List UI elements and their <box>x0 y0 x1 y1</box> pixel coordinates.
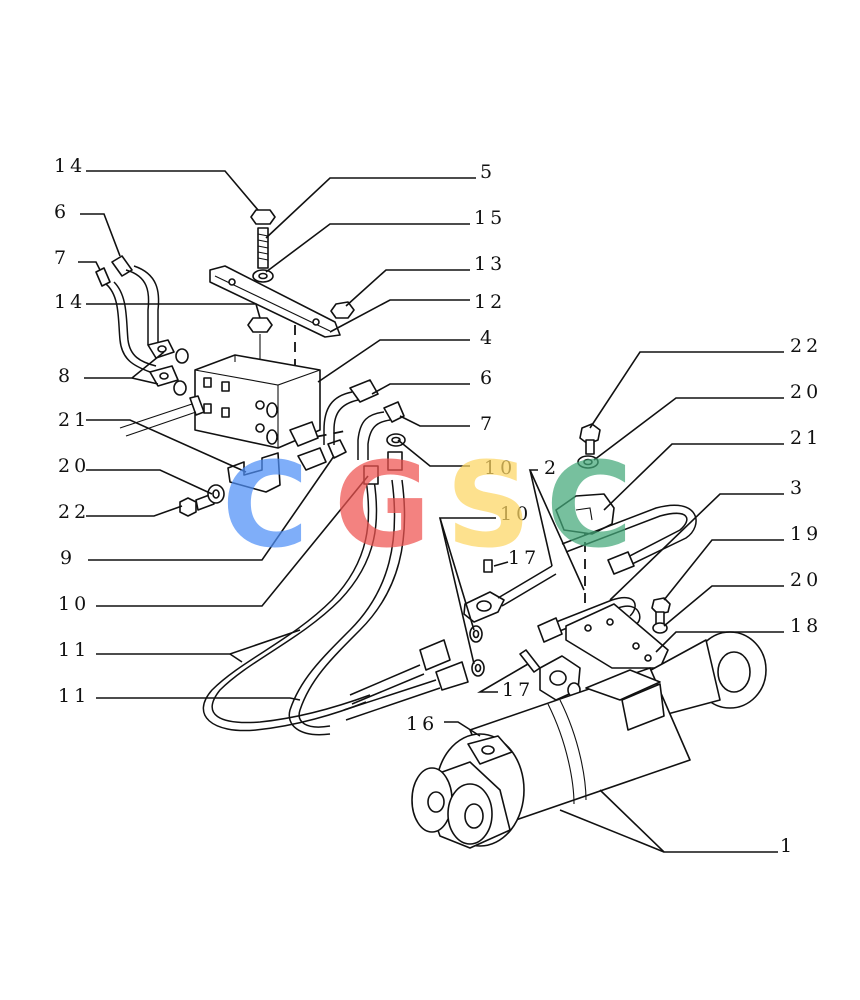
watermark-letter-4: C <box>546 436 633 574</box>
hydraulic-cylinder <box>411 631 767 849</box>
callout-5: 5 <box>480 161 496 183</box>
watermark-letter-3: S <box>446 436 531 574</box>
callout-13: 13 <box>474 253 506 275</box>
callout-17-upper: 17 <box>508 547 540 569</box>
callout-21-right: 21 <box>790 427 822 449</box>
callout-15: 15 <box>474 207 506 229</box>
callout-4: 4 <box>480 327 496 349</box>
callout-8: 8 <box>58 365 74 387</box>
callout-6-right: 6 <box>480 367 496 389</box>
upper-left-pipes <box>95 255 160 373</box>
bolt-19 <box>651 597 671 634</box>
callout-3: 3 <box>790 477 806 499</box>
elbow-fittings <box>323 379 406 460</box>
callout-17-lower: 17 <box>502 679 534 701</box>
flanges-8 <box>147 339 189 396</box>
callout-9: 9 <box>60 547 76 569</box>
callout-7-left: 7 <box>54 247 70 269</box>
bolt-17-lower <box>519 649 581 701</box>
callout-16: 16 <box>406 713 438 735</box>
block-fittings <box>266 402 347 471</box>
stud-and-nut-top <box>250 209 276 283</box>
bolt-22-left <box>179 484 225 517</box>
callout-21-left: 21 <box>58 409 90 431</box>
callout-14-top: 14 <box>54 155 86 177</box>
callout-10-middle: 10 <box>500 503 532 525</box>
callout-11-upper: 11 <box>58 639 90 661</box>
callout-22-left: 22 <box>58 501 90 523</box>
callout-2: 2 <box>544 457 560 479</box>
watermark-letter-1: C <box>222 436 309 574</box>
callout-20-right-bottom: 20 <box>790 569 822 591</box>
callout-18: 18 <box>790 615 822 637</box>
callout-7-right: 7 <box>480 413 496 435</box>
hoses-11 <box>202 451 469 736</box>
callout-22-right: 22 <box>790 335 822 357</box>
callout-20-left: 20 <box>58 455 90 477</box>
callout-6-left: 6 <box>54 201 70 223</box>
valve-block <box>119 354 321 449</box>
callout-10-lower: 10 <box>58 593 90 615</box>
callout-12: 12 <box>474 291 506 313</box>
callout-labels: 14 5 6 15 7 13 14 12 4 8 6 22 20 21 7 21… <box>54 155 822 857</box>
clamp-21-left <box>227 452 281 493</box>
watermark-letter-2: G <box>334 436 431 574</box>
clamp-21-right <box>555 423 615 535</box>
bracket-plate <box>209 265 341 338</box>
callout-19: 19 <box>790 523 822 545</box>
callout-20-right-top: 20 <box>790 381 822 403</box>
watermark: C G S C <box>222 436 633 574</box>
nut-13 <box>330 301 355 319</box>
callout-11-lower: 11 <box>58 685 90 707</box>
leader-lines <box>78 170 784 853</box>
callout-1: 1 <box>780 835 796 857</box>
bracket-17-upper <box>463 559 557 623</box>
nut-14-middle <box>247 317 273 360</box>
mount-plate <box>565 603 669 669</box>
callout-14-middle: 14 <box>54 291 86 313</box>
callout-10-upper: 10 <box>484 457 516 479</box>
